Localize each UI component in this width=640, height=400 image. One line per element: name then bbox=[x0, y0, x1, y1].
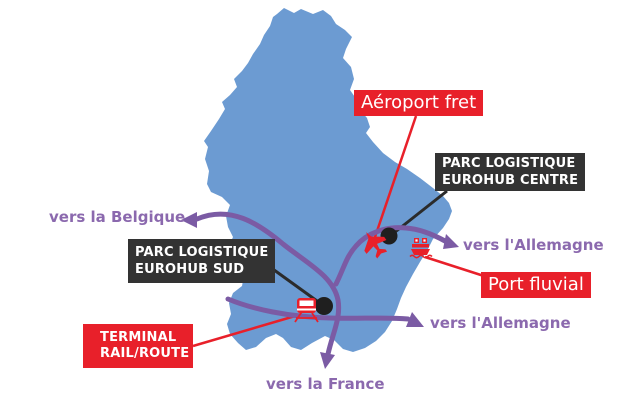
eurohub-sud-label: PARC LOGISTIQUE EUROHUB SUD bbox=[128, 239, 276, 283]
terminal-leader-line bbox=[192, 312, 303, 348]
airport-leader-line bbox=[372, 115, 418, 241]
direction-france: vers la France bbox=[266, 375, 385, 393]
eurohub-sud-label-line2: EUROHUB SUD bbox=[135, 262, 245, 277]
train-icon bbox=[294, 298, 319, 323]
eurohub-sud-marker bbox=[315, 297, 333, 315]
eurohub-centre-marker bbox=[380, 227, 398, 245]
arrowhead-france-icon bbox=[320, 352, 335, 369]
route-north-germany bbox=[333, 225, 448, 287]
terminal-label-line1: TERMINAL bbox=[100, 330, 177, 345]
eurohub-sud-label-line1: PARC LOGISTIQUE bbox=[135, 245, 269, 260]
arrowhead-belgium-icon bbox=[181, 212, 197, 228]
eurohub-centre-label-line2: EUROHUB CENTRE bbox=[442, 173, 579, 188]
airplane-icon bbox=[364, 232, 388, 259]
terminal-label: TERMINAL RAIL/ROUTE bbox=[83, 324, 193, 368]
terminal-label-line2: RAIL/ROUTE bbox=[100, 346, 190, 361]
route-south-germany bbox=[225, 296, 411, 322]
port-leader-line bbox=[424, 255, 485, 278]
airport-label: Aéroport fret bbox=[354, 90, 484, 116]
eurohub-centre-label: PARC LOGISTIQUE EUROHUB CENTRE bbox=[435, 153, 586, 191]
arrowhead-germany-north-icon bbox=[443, 234, 459, 249]
direction-germany-south: vers l'Allemagne bbox=[430, 314, 571, 332]
direction-germany-north: vers l'Allemagne bbox=[463, 236, 604, 254]
ship-icon bbox=[409, 238, 433, 259]
arrowhead-germany-south-icon bbox=[406, 312, 424, 327]
direction-belgium: vers la Belgique bbox=[49, 208, 186, 226]
eurohub-centre-label-line1: PARC LOGISTIQUE bbox=[442, 156, 576, 171]
port-label: Port fluvial bbox=[481, 272, 591, 298]
